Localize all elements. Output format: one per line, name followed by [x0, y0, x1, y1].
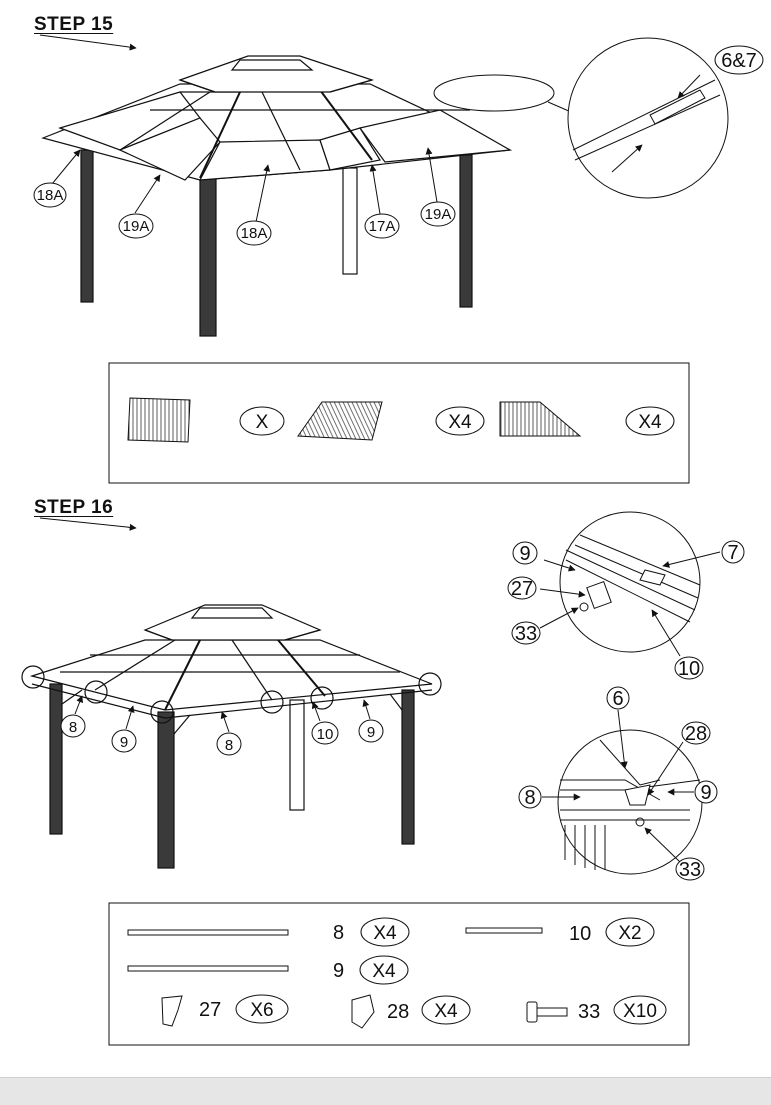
svg-text:6: 6 [612, 688, 623, 710]
part-27-label: 27 [199, 999, 221, 1021]
part-28-icon [351, 994, 375, 1029]
svg-text:7: 7 [727, 542, 738, 564]
svg-text:10: 10 [678, 658, 700, 680]
part-8-qty: X4 [373, 923, 397, 944]
step-16-arrow [39, 517, 137, 531]
part-33-icon [526, 1001, 538, 1023]
callout-9-right: 9 [367, 724, 375, 741]
qty-panel-trapezoid-large: X4 [638, 412, 662, 433]
svg-text:27: 27 [511, 578, 533, 600]
step-15-arrow [39, 34, 137, 51]
part-9-qty: X4 [372, 961, 396, 982]
callout-8-center: 8 [225, 737, 233, 754]
callout-18a-left: 18A [37, 187, 64, 204]
callout-8-left: 8 [69, 719, 77, 736]
svg-text:33: 33 [679, 859, 701, 881]
part-10-label: 10 [569, 923, 591, 945]
svg-text:33: 33 [515, 623, 537, 645]
step-16-detail-2 [542, 709, 703, 875]
callout-18a-center: 18A [241, 225, 268, 242]
svg-text:28: 28 [685, 723, 707, 745]
part-33-qty: X10 [623, 1001, 657, 1022]
part-8-icon [127, 929, 289, 936]
panel-trapezoid-large-icon [499, 401, 582, 437]
panel-square-icon [127, 397, 191, 443]
part-9-label: 9 [333, 960, 344, 982]
part-28-label: 28 [387, 1001, 409, 1023]
step-16-detail-2-labels: 6 28 8 9 33 [518, 686, 718, 881]
part-10-qty: X2 [618, 923, 641, 944]
step-15-title: STEP 15 [34, 14, 114, 35]
qty-panel-trapezoid: X4 [448, 412, 472, 433]
callout-19a-right: 19A [425, 206, 452, 223]
callout-9-left: 9 [120, 734, 128, 751]
svg-text:9: 9 [519, 543, 530, 565]
part-27-icon [161, 995, 183, 1027]
part-9-icon [127, 965, 289, 972]
callout-19a-left: 19A [123, 218, 150, 235]
gazebo-step-16 [21, 604, 442, 869]
qty-panel-square: X [256, 412, 269, 433]
part-27-qty: X6 [250, 1000, 273, 1021]
part-10-icon [465, 927, 543, 934]
part-33-label: 33 [578, 1001, 600, 1023]
callout-10: 10 [317, 726, 334, 743]
step-16-parts-box: 8 X4 10 X2 9 X4 27 X6 28 X4 33 X10 [108, 902, 690, 1046]
step-16-callouts: 8 9 8 10 9 [60, 695, 384, 756]
panel-trapezoid-icon [297, 401, 383, 441]
viewer-bottom-bar [0, 1077, 771, 1105]
callout-17a: 17A [369, 218, 396, 235]
step-16-title: STEP 16 [34, 497, 114, 518]
gazebo-step-15 [41, 55, 513, 337]
part-28-qty: X4 [434, 1001, 458, 1022]
part-8-label: 8 [333, 922, 344, 944]
svg-text:9: 9 [700, 782, 711, 804]
step-15-detail [433, 37, 764, 199]
step-15-parts-box: X X4 X4 [108, 362, 690, 484]
step-15-callouts: 18A 19A 18A 17A 19A [33, 147, 456, 246]
step-16-detail-1-labels: 9 27 33 7 10 [507, 540, 745, 680]
svg-text:8: 8 [524, 787, 535, 809]
step-16-detail-1 [539, 511, 721, 657]
detail-label-6-7: 6&7 [721, 50, 757, 72]
